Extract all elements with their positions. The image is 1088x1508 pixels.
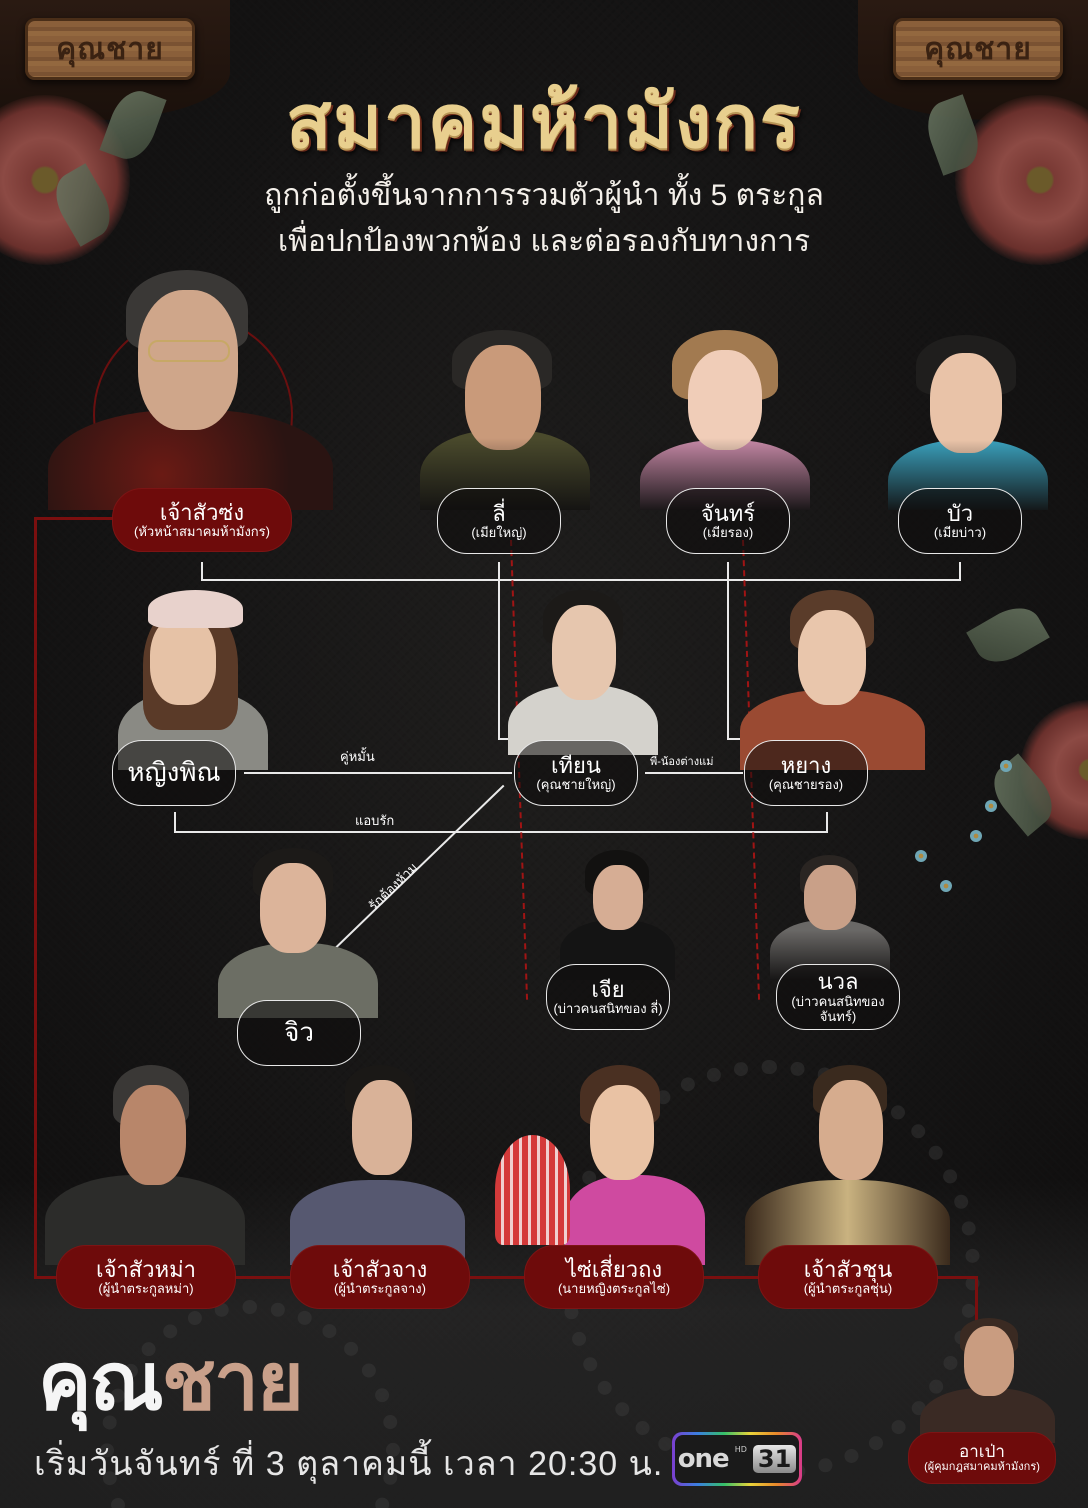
parent-child-line (498, 738, 516, 740)
secret-love-line (174, 831, 828, 833)
show-logo-part1: คุณ (38, 1334, 164, 1428)
channel-logo: one HD 31 (672, 1432, 802, 1486)
character-name: หยาง (780, 752, 832, 778)
character-name: เทียน (551, 752, 601, 778)
glasses-icon (148, 340, 230, 362)
subtitle-line-1: ถูกก่อตั้งขึ้นจากการรวมตัวผู้นำ ทั้ง 5 ต… (264, 179, 824, 212)
label-chio: จิว (237, 1000, 361, 1066)
show-logo-part2: ชาย (161, 1334, 304, 1428)
character-name: เจ้าสัวจาง (332, 1256, 428, 1282)
family-line-red (34, 517, 37, 1277)
label-chia: เจีย (บ่าวคนสนิทของ ลี่) (546, 964, 670, 1030)
label-li: ลี่ (เมียใหญ่) (437, 488, 561, 554)
label-sai-sia-tong: ไซ่เสี่ยวถง (นายหญิงตระกูลไซ่) (524, 1245, 704, 1309)
relation-secret-love: แอบรัก (355, 813, 395, 828)
character-name: จิว (284, 1017, 314, 1048)
character-role: (เมียรอง) (702, 525, 754, 541)
blossom-icon (1000, 760, 1012, 772)
connector-line (201, 562, 203, 580)
secret-love-line (826, 812, 828, 832)
portrait-li (420, 330, 590, 510)
engaged-line (244, 772, 512, 774)
corner-sign-left: คุณชาย (25, 18, 195, 80)
label-chao-sua-chun: เจ้าสัวชุน (ผู้นำตระกูลชุ่น) (758, 1245, 938, 1309)
label-a-pao: อาเป่า (ผู้คุมกฎสมาคมห้ามังกร) (908, 1432, 1056, 1484)
corner-logo-text: คุณชาย (924, 31, 1032, 67)
character-name: บัว (946, 500, 974, 526)
character-role: (คุณชายใหญ่) (536, 777, 616, 793)
character-role: (เมียบ่าว) (933, 525, 987, 541)
fan-icon (495, 1135, 570, 1245)
character-name: ไซ่เสี่ยวถง (565, 1256, 663, 1282)
character-role: (นายหญิงตระกูลไซ่) (557, 1281, 671, 1297)
character-name: จันทร์ (700, 500, 756, 526)
label-nuan: นวล (บ่าวคนสนิทของจันทร์) (776, 964, 900, 1030)
character-name: เจ้าสัวซ่ง (159, 499, 245, 525)
corner-sign-right: คุณชาย (893, 18, 1063, 80)
label-bua: บัว (เมียบ่าว) (898, 488, 1022, 554)
portrait-bua (888, 335, 1048, 510)
family-line-red (34, 1276, 954, 1279)
character-role: (ผู้นำตระกูลหม่า) (98, 1281, 194, 1297)
character-name: ลี่ (492, 500, 506, 526)
label-ying-pin: หญิงพิณ (112, 740, 236, 806)
family-line-red (34, 517, 114, 520)
portrait-sai-sia-tong (495, 1065, 705, 1265)
portrait-chia (560, 850, 675, 980)
character-role: (หัวหน้าสมาคมห้ามังกร) (134, 524, 270, 540)
portrait-chan (640, 330, 810, 510)
marriage-line (201, 579, 961, 581)
portrait-a-pao (920, 1318, 1055, 1443)
character-name: เจ้าสัวชุน (803, 1256, 893, 1282)
portrait-chao-sua-chun (745, 1065, 950, 1265)
portrait-chio (218, 848, 378, 1018)
parent-child-line (727, 562, 729, 740)
character-role: (ผู้นำตระกูลจาง) (334, 1281, 426, 1297)
blossom-icon (985, 800, 997, 812)
character-role: (ผู้คุมกฎสมาคมห้ามังกร) (924, 1461, 1040, 1474)
subtitle-line-2: เพื่อปกป้องพวกพ้อง และต่อรองกับทางการ (277, 225, 811, 258)
portrait-chao-sua-ma (45, 1065, 245, 1265)
blossom-icon (940, 880, 952, 892)
character-role: (บ่าวคนสนิทของจันทร์) (791, 993, 885, 1024)
family-line-red (940, 1276, 978, 1279)
character-role: (บ่าวคนสนิทของ ลี่) (553, 1001, 663, 1017)
portrait-thian (508, 590, 658, 755)
channel-name: one (677, 1444, 730, 1474)
character-name: หญิงพิณ (127, 757, 221, 788)
secret-love-line (174, 812, 176, 832)
relation-half-siblings: พี่-น้องต่างแม่ (650, 756, 714, 768)
label-chao-sua-chang: เจ้าสัวจาง (ผู้นำตระกูลจาง) (290, 1245, 470, 1309)
portrait-nuan (770, 855, 890, 980)
label-chao-sua-ma: เจ้าสัวหม่า (ผู้นำตระกูลหม่า) (56, 1245, 236, 1309)
blossom-icon (915, 850, 927, 862)
channel-number: 31 (752, 1445, 797, 1473)
air-date: เริ่มวันจันทร์ ที่ 3 ตุลาคมนี้ เวลา 20:3… (34, 1445, 664, 1483)
character-role: (เมียใหญ่) (471, 525, 527, 541)
label-thian: เทียน (คุณชายใหญ่) (514, 740, 638, 806)
label-yang: หยาง (คุณชายรอง) (744, 740, 868, 806)
character-name: เจ้าสัวหม่า (96, 1256, 196, 1282)
channel-hd-badge: HD (734, 1444, 747, 1454)
page-title: สมาคมห้ามังกร (286, 79, 802, 165)
portrait-chao-sua-chang (290, 1065, 465, 1265)
show-logo: คุณชาย (38, 1318, 304, 1445)
family-line-red (975, 1276, 978, 1326)
character-role: (ผู้นำตระกูลชุ่น) (803, 1281, 893, 1297)
character-name: เจีย (591, 976, 625, 1002)
connector-line (959, 562, 961, 580)
character-name: อาเป่า (959, 1441, 1005, 1461)
relation-engaged: คู่หมั้น (340, 749, 375, 764)
character-name: นวล (817, 969, 859, 995)
portrait-chao-sua-sing (38, 270, 343, 510)
character-role: (คุณชายรอง) (768, 777, 844, 793)
parent-child-line (727, 738, 745, 740)
blossom-icon (970, 830, 982, 842)
corner-logo-text: คุณชาย (56, 31, 164, 67)
label-chao-sua-sing: เจ้าสัวซ่ง (หัวหน้าสมาคมห้ามังกร) (112, 488, 292, 552)
label-chan: จันทร์ (เมียรอง) (666, 488, 790, 554)
siblings-line (645, 772, 743, 774)
embroidered-flower-icon (955, 95, 1088, 265)
parent-child-line (498, 562, 500, 740)
